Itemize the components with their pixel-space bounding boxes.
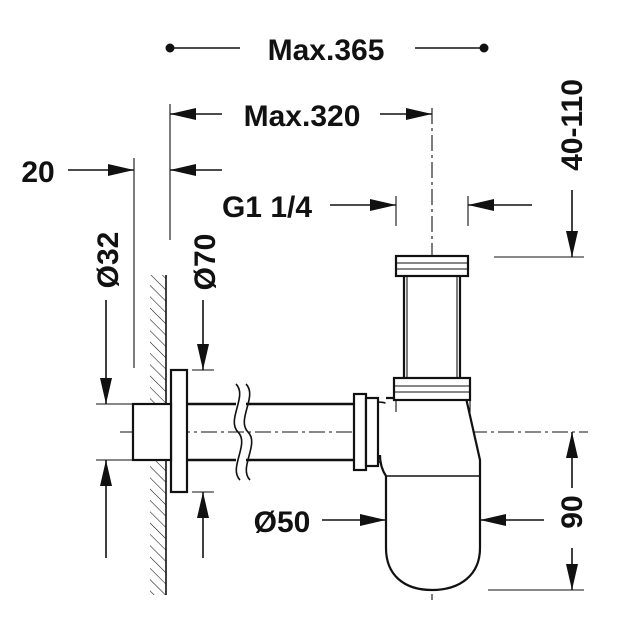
dimension-dia-32: Ø32 bbox=[92, 232, 133, 558]
dimension-20: 20 bbox=[21, 156, 222, 368]
label-g1-1-4: G1 1/4 bbox=[222, 191, 312, 224]
dimension-max-320: Max.320 bbox=[169, 100, 432, 240]
top-connection-nut bbox=[394, 254, 470, 278]
label-dia-32: Ø32 bbox=[92, 232, 125, 289]
lower-connection-nut bbox=[392, 376, 472, 402]
label-max-320: Max.320 bbox=[244, 100, 361, 133]
dimension-g1-1-4: G1 1/4 bbox=[222, 191, 532, 226]
dimension-dia-70: Ø70 bbox=[189, 234, 222, 558]
dimension-max-365: Max.365 bbox=[165, 34, 489, 67]
outlet-pipe bbox=[187, 383, 354, 481]
wall-flange bbox=[169, 368, 189, 494]
dimension-40-110: 40-110 bbox=[494, 79, 589, 258]
trap-body bbox=[378, 396, 482, 592]
label-dia-50: Ø50 bbox=[254, 506, 311, 539]
wall-pipe-stub bbox=[131, 402, 173, 462]
label-90: 90 bbox=[556, 495, 589, 528]
dimension-dia-50: Ø50 bbox=[254, 506, 544, 539]
tail-pipe bbox=[402, 273, 462, 387]
label-40-110: 40-110 bbox=[556, 79, 589, 171]
label-max-365: Max.365 bbox=[268, 34, 385, 67]
label-dia-70: Ø70 bbox=[189, 234, 222, 291]
label-20: 20 bbox=[21, 156, 54, 189]
dimension-90: 90 bbox=[488, 432, 589, 591]
